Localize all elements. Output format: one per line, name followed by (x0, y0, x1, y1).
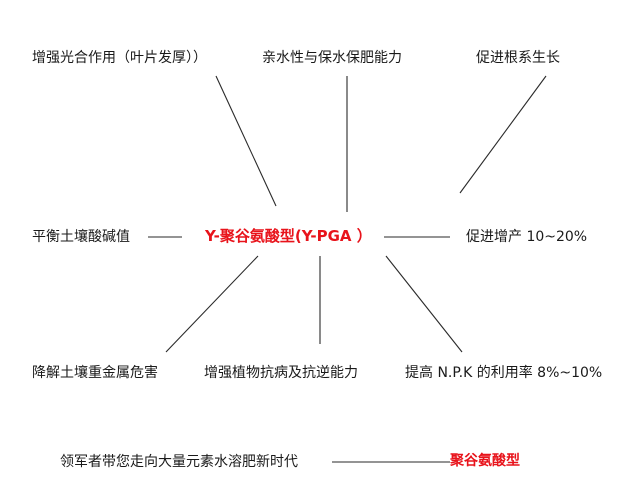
footer-brand: 聚谷氨酸型 (450, 453, 520, 469)
benefit-bottom-left: 降解土壤重金属危害 (32, 365, 158, 381)
connector-bottom-right (385, 255, 463, 353)
benefit-top-right: 促进根系生长 (476, 50, 560, 66)
benefit-top-left: 增强光合作用（叶片发厚）） (32, 50, 207, 66)
footer-slogan: 领军者带您走向大量元素水溶肥新时代 (60, 454, 298, 470)
benefit-bottom-right: 提高 N.P.K 的利用率 8%~10% (405, 365, 603, 381)
connector-top-left (215, 75, 277, 207)
benefit-mid-right: 促进增产 10~20% (466, 229, 588, 245)
connector-bottom-left (165, 255, 259, 353)
benefit-bottom-middle: 增强植物抗病及抗逆能力 (204, 365, 358, 381)
benefit-top-middle: 亲水性与保水保肥能力 (262, 50, 402, 66)
center-product-name: Y-聚谷氨酸型(Y-PGA ） (205, 227, 372, 245)
benefit-mid-left: 平衡土壤酸碱值 (32, 229, 130, 245)
connector-top-right (459, 75, 547, 194)
